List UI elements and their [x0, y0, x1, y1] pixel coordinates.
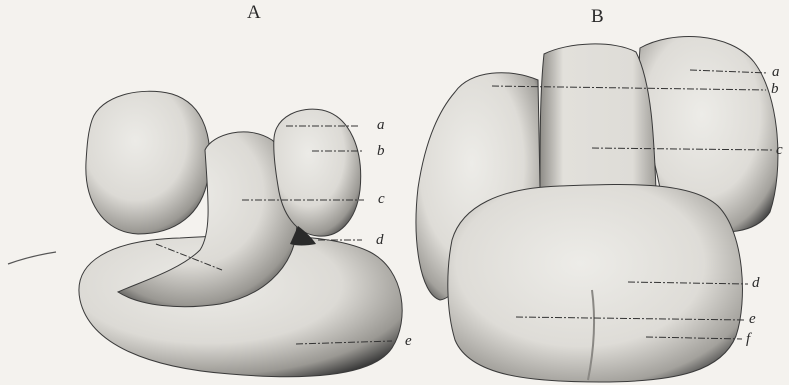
- label-a-a: a: [377, 118, 385, 133]
- label-b-f: f: [746, 332, 750, 347]
- label-b-a: a: [772, 65, 780, 80]
- panel-letter-a: A: [247, 2, 262, 24]
- label-b-e: e: [749, 312, 756, 327]
- label-b-b: b: [771, 82, 779, 97]
- label-b-c: c: [776, 143, 783, 158]
- panel-b-specimen: [416, 36, 778, 382]
- panel-letter-b: B: [591, 6, 605, 28]
- label-a-c: c: [378, 192, 385, 207]
- label-b-d: d: [752, 276, 760, 291]
- label-a-d: d: [376, 233, 384, 248]
- label-a-e: e: [405, 334, 412, 349]
- label-a-b: b: [377, 144, 385, 159]
- lobe-a-left: [86, 91, 210, 234]
- panel-a-specimen: [8, 91, 402, 376]
- stray-mark: [8, 252, 56, 264]
- stem-b-c: [540, 44, 656, 190]
